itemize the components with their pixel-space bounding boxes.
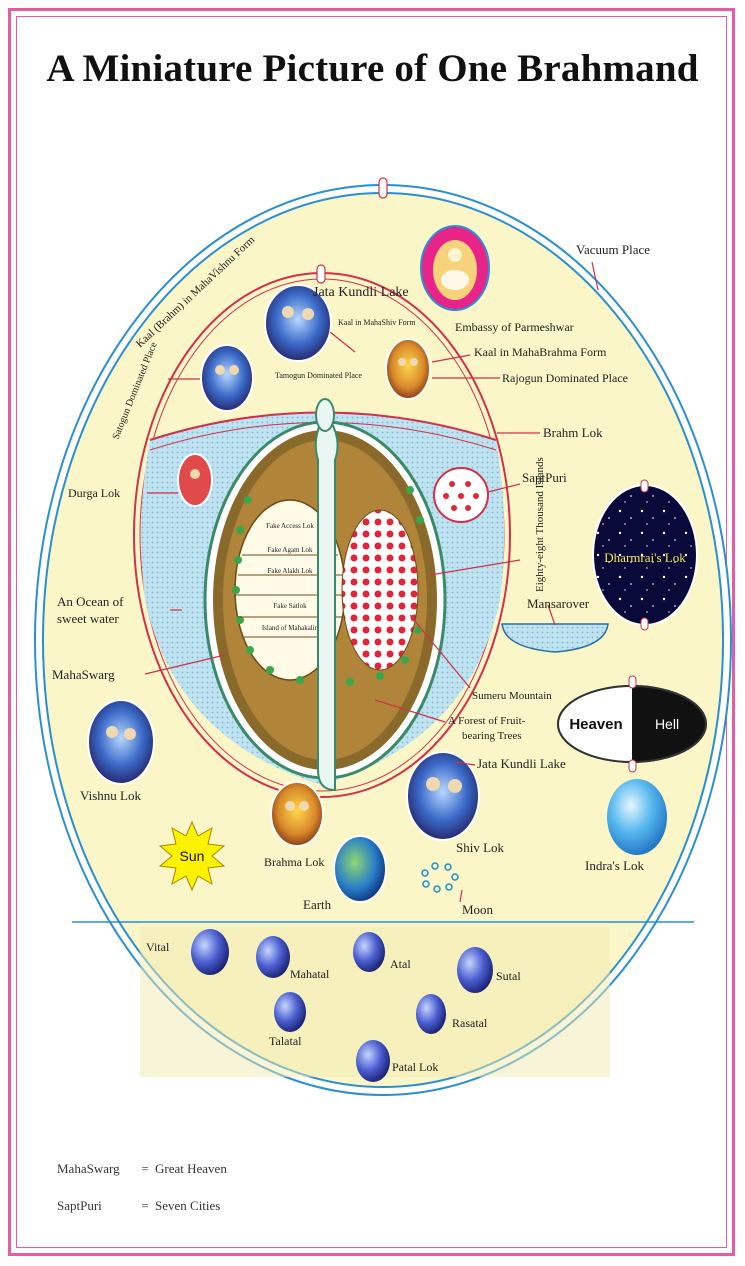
indras-lok-globe (607, 779, 667, 855)
label-shiv-lok: Shiv Lok (456, 840, 505, 855)
legend-meaning: Great Heaven (155, 1161, 227, 1177)
inner-lok-label: Fake Alakh Lok (267, 567, 313, 575)
label-ocean-line1: An Ocean of (57, 594, 124, 609)
kaal-mahabrahma-medallion (386, 339, 430, 399)
vital-globe (191, 929, 229, 975)
label-jata-kundli-lake: Jata Kundli Lake (477, 756, 566, 771)
legend-equals: = (135, 1198, 155, 1214)
label-kaal-mahashiv: Kaal in MahaShiv Form (338, 318, 416, 327)
label-vacuum-place: Vacuum Place (576, 242, 650, 257)
patal-lok-globe (356, 1040, 390, 1082)
label-embassy: Embassy of Parmeshwar (455, 320, 574, 334)
label-indras-lok: Indra's Lok (585, 858, 645, 873)
label-atal: Atal (390, 957, 411, 971)
label-tamogun-place: Tamogun Dominated Place (275, 371, 362, 380)
legend-equals: = (135, 1161, 155, 1177)
legend-term: SaptPuri (57, 1198, 135, 1214)
embassy-of-parmeshwar (421, 226, 489, 310)
label-kaal-mahabrahma: Kaal in MahaBrahma Form (474, 345, 607, 359)
inner-lok-label: Island of Mahakalin (262, 624, 319, 632)
label-mahatal: Mahatal (290, 967, 330, 981)
label-rajogun-place: Rajogun Dominated Place (502, 371, 628, 385)
label-mahaswarg: MahaSwarg (52, 667, 115, 682)
label-vishnu-lok: Vishnu Lok (80, 788, 141, 803)
inner-lok-label: Fake Access Lok (266, 522, 314, 530)
legend-row: SaptPuri=Seven Cities (57, 1198, 220, 1214)
rasatal-globe (416, 994, 446, 1034)
label-sun: Sun (180, 848, 205, 864)
label-heaven: Heaven (569, 716, 622, 733)
mahatal-globe (256, 936, 290, 978)
label-forest-line2: bearing Trees (462, 730, 522, 742)
legend-row: MahaSwarg=Great Heaven (57, 1161, 227, 1177)
sutal-globe (457, 947, 493, 993)
legend-meaning: Seven Cities (155, 1198, 220, 1214)
label-ocean-line2: sweet water (57, 611, 119, 626)
talatal-globe (274, 992, 306, 1032)
label-jata-kundli-lake-top: Jata Kundli Lake (313, 285, 409, 300)
label-patal-lok: Patal Lok (392, 1060, 438, 1074)
label-rasatal: Rasatal (452, 1016, 488, 1030)
label-talatal: Talatal (269, 1034, 302, 1048)
kaal-mahavishnu-medallion (201, 345, 253, 411)
label-brahm-lok: Brahm Lok (543, 425, 603, 440)
saptpuri-circle (434, 468, 488, 522)
label-vital: Vital (146, 940, 170, 954)
atal-globe (353, 932, 385, 972)
durga-lok-medallion (178, 454, 212, 506)
inner-lok-label: Fake Satlok (273, 602, 307, 610)
label-sumeru-mountain: Sumeru Mountain (472, 690, 552, 702)
label-dharmrai-lok: Dharmrai's Lok (604, 550, 686, 565)
legend-term: MahaSwarg (57, 1161, 135, 1177)
label-durga-lok: Durga Lok (68, 486, 120, 500)
label-brahma-lok: Brahma Lok (264, 855, 324, 869)
central-stem (316, 399, 338, 790)
label-mansarover: Mansarover (527, 596, 590, 611)
label-moon: Moon (462, 902, 494, 917)
label-sutal: Sutal (496, 969, 521, 983)
label-hell: Hell (655, 716, 679, 732)
vishnu-lok-medallion (88, 700, 154, 784)
inner-lok-label: Fake Agam Lok (267, 546, 313, 554)
label-eighty-eight-islands: Eighty-eight Thousand Islands (534, 457, 546, 592)
shiv-lok-medallion (407, 752, 479, 840)
label-forest-line1: A Forest of Fruit- (448, 715, 526, 727)
earth-globe (334, 836, 386, 902)
label-earth: Earth (303, 897, 332, 912)
brahma-lok-medallion (271, 782, 323, 846)
